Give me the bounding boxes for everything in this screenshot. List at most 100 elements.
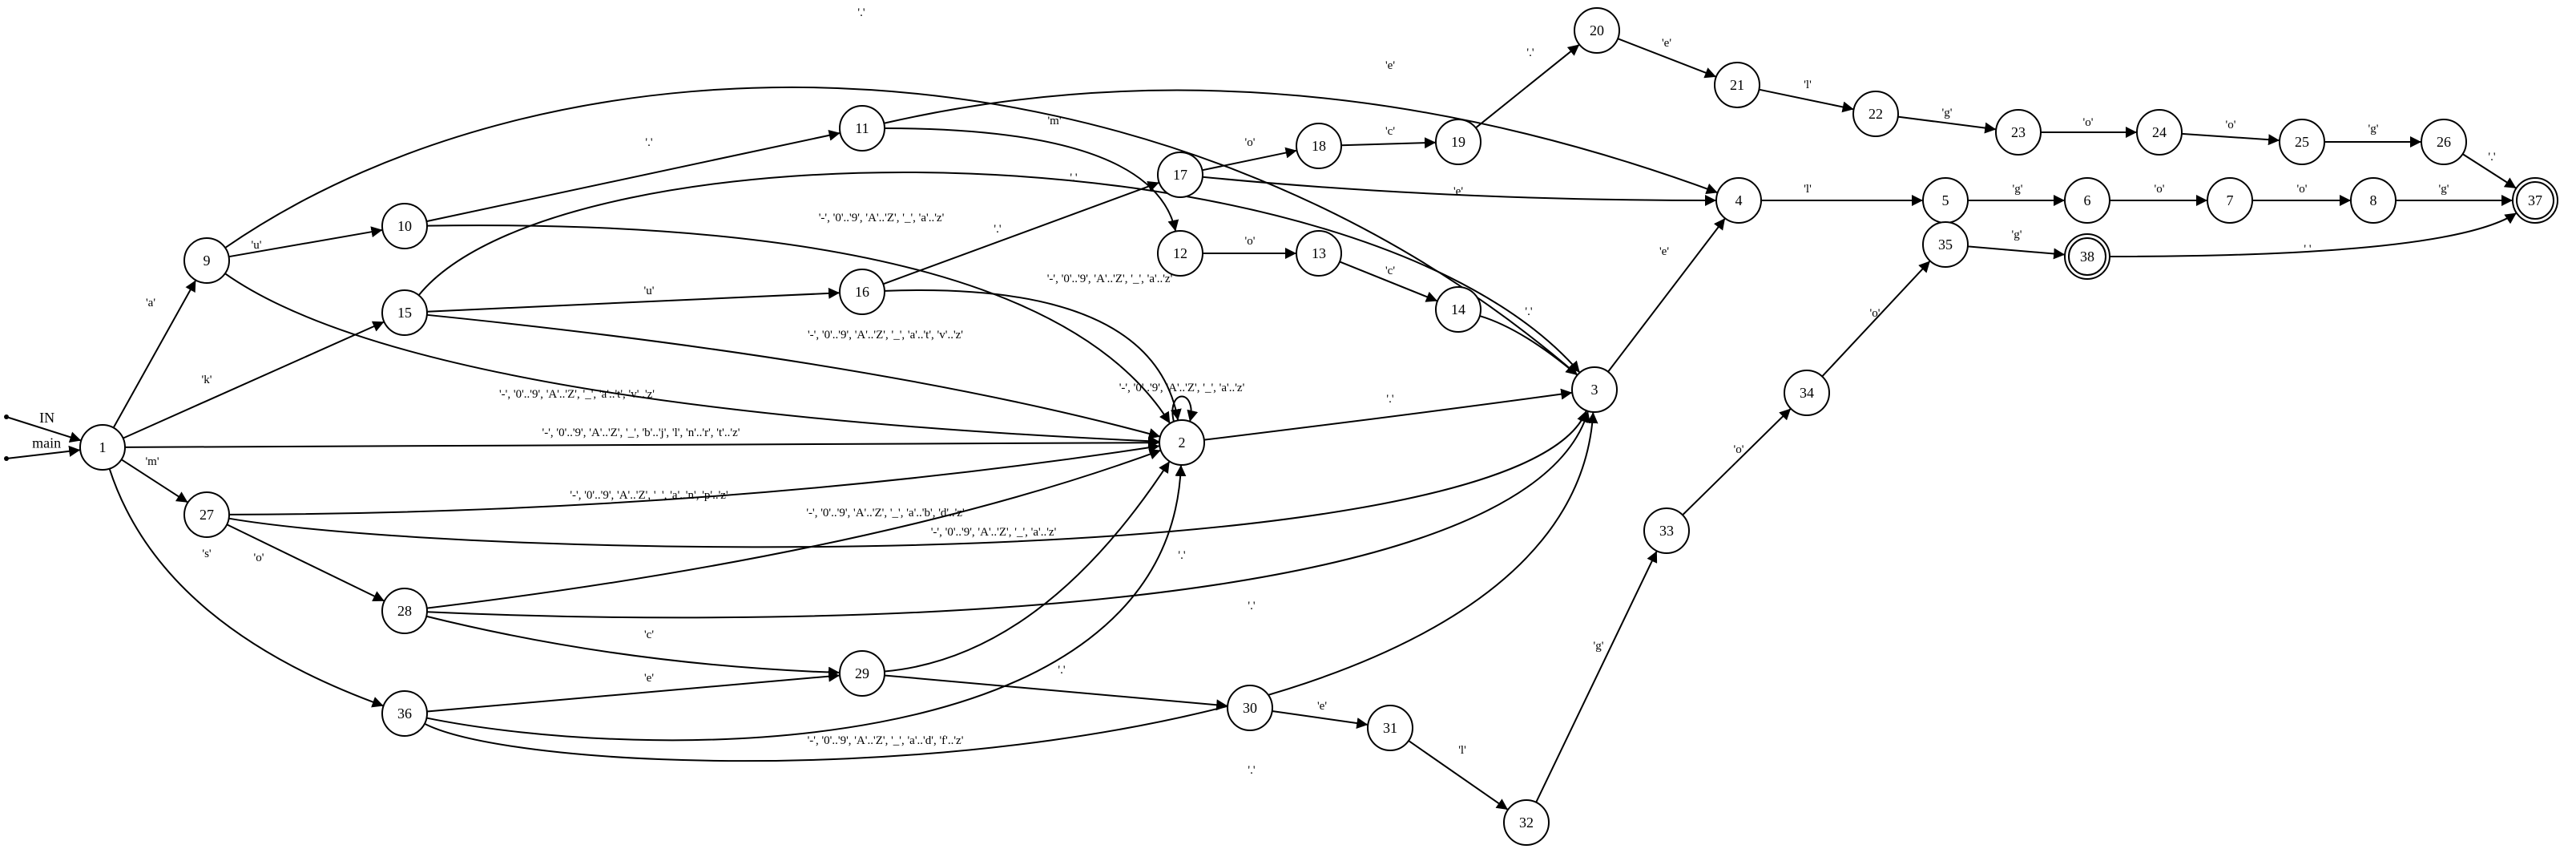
transition-arrow <box>228 226 383 258</box>
transition-label: 'o' <box>1245 136 1256 149</box>
state-7: 7 <box>2207 177 2253 224</box>
transition-19-20: '.' <box>1475 43 1580 129</box>
transition-arrow <box>228 410 1588 548</box>
transition-28-2: '-', '0'..'9', 'A'..'Z', '_', 'a'..'b', … <box>426 448 1162 609</box>
state-label: 27 <box>200 507 214 523</box>
transition-1-27: 'm' <box>120 455 189 503</box>
transition-label: 'e' <box>1659 245 1669 258</box>
accepting-ring <box>2068 237 2106 276</box>
state-17: 17 <box>1157 152 1203 198</box>
transition-label: 'c' <box>1385 265 1395 277</box>
transition-label: 'o' <box>254 552 264 564</box>
transition-arrow <box>123 321 385 439</box>
transition-arrow <box>1967 245 2066 260</box>
state-label: 33 <box>1659 523 1674 539</box>
transition-15-3: '.' <box>417 171 1581 374</box>
transition-23-24: 'o' <box>2041 116 2137 138</box>
state-label: 8 <box>2370 192 2377 208</box>
accepting-ring <box>2516 181 2554 220</box>
transition-arrow <box>1202 176 1717 206</box>
state-5: 5 <box>1922 177 1969 224</box>
state-circle <box>1159 419 1205 466</box>
state-circle <box>381 203 428 249</box>
entry-IN: IN <box>4 410 82 443</box>
state-circle <box>381 690 428 737</box>
transition-9-2: '-', '0'..'9', 'A'..'Z', '_', 'a'..'t', … <box>224 273 1160 447</box>
transition-label: 'c' <box>1385 125 1395 138</box>
transition-label: 'o' <box>2155 183 2165 196</box>
transition-arrow <box>884 289 1182 421</box>
state-label: 15 <box>397 305 412 321</box>
transition-label: 'e' <box>1317 700 1327 713</box>
transition-label: '-', '0'..'9', 'A'..'Z', '_', 'a'..'t', … <box>499 388 655 401</box>
transition-label: 'g' <box>2439 183 2449 196</box>
state-label: 37 <box>2528 192 2542 208</box>
state-19: 19 <box>1435 119 1482 165</box>
transition-label: 'u' <box>252 239 262 252</box>
state-circle <box>839 105 885 152</box>
transition-27-28: 'o' <box>226 524 385 602</box>
transition-arrow <box>224 86 1578 376</box>
transition-label: 'm' <box>1047 115 1061 127</box>
transition-label: '-', '0'..'9', 'A'..'Z', '_', 'b'..'j', … <box>542 426 740 439</box>
entry-arrow <box>6 416 82 443</box>
transition-10-11: '.' <box>426 129 841 223</box>
transition-arrow <box>1171 395 1199 422</box>
state-circle <box>2064 177 2110 224</box>
state-circle <box>1922 221 1969 268</box>
state-8: 8 <box>2350 177 2397 224</box>
state-10: 10 <box>381 203 428 249</box>
state-circle <box>1643 507 1690 554</box>
state-circle <box>1157 152 1203 198</box>
state-circle <box>1503 799 1550 846</box>
transition-arrow <box>424 411 1598 762</box>
transition-arrow <box>112 279 197 429</box>
transition-label: 'o' <box>1870 307 1881 320</box>
transition-28-29: 'c' <box>425 615 841 678</box>
state-35: 35 <box>1922 221 1969 268</box>
transition-arrow <box>108 468 385 708</box>
transition-31-32: 'l' <box>1408 740 1509 811</box>
state-34: 34 <box>1784 370 1830 416</box>
state-circle <box>1296 230 1342 277</box>
transition-25-26: 'g' <box>2324 123 2421 148</box>
transition-27-2: '-', '0'..'9', 'A'..'Z', '_', 'a'..'n', … <box>228 442 1160 515</box>
state-label: 34 <box>1800 385 1814 401</box>
state-4: 4 <box>1715 177 1762 224</box>
transition-label: 'g' <box>2012 228 2022 241</box>
transition-arrow <box>2462 153 2517 189</box>
state-label: 38 <box>2080 249 2094 265</box>
state-18: 18 <box>1296 123 1342 169</box>
state-label: 10 <box>397 218 412 234</box>
transition-36-2: '-', '0'..'9', 'A'..'Z', '_', 'a'..'d', … <box>426 464 1187 747</box>
transition-11-4: 'e' <box>884 59 1719 195</box>
state-circle <box>2207 177 2253 224</box>
transition-label: '-', '0'..'9', 'A'..'Z', '_', 'a'..'b', … <box>806 507 965 519</box>
state-15: 15 <box>381 289 428 336</box>
state-25: 25 <box>2279 119 2325 165</box>
transition-label: '.' <box>1070 172 1077 184</box>
transition-arrow <box>1821 260 1931 378</box>
state-circle <box>1367 705 1413 751</box>
transition-label: 'o' <box>2083 116 2094 129</box>
transition-arrow <box>884 89 1719 195</box>
transition-label: 'l' <box>1804 183 1812 196</box>
transition-arrow <box>1475 43 1580 129</box>
transition-27-3: '.' <box>228 410 1588 562</box>
transition-2-2: '-', '0'..'9', 'A'..'Z', '_', 'a'..'z' <box>1119 382 1245 422</box>
transition-label: 'o' <box>2226 119 2236 131</box>
state-circle <box>2350 177 2397 224</box>
transition-5-6: 'g' <box>1968 183 2065 206</box>
transition-arrow <box>2109 212 2518 257</box>
transition-arrow <box>1682 407 1792 516</box>
transition-18-19: 'c' <box>1340 125 1437 149</box>
state-label: 9 <box>204 253 211 269</box>
state-label: 25 <box>2295 134 2309 150</box>
transition-35-38: 'g' <box>1967 228 2066 260</box>
transition-label: '-', '0'..'9', 'A'..'Z', '_', 'a'..'n', … <box>570 489 728 502</box>
transition-arrow <box>1617 38 1717 79</box>
transition-2-3: '.' <box>1203 388 1573 441</box>
transition-17-18: 'o' <box>1202 136 1297 172</box>
